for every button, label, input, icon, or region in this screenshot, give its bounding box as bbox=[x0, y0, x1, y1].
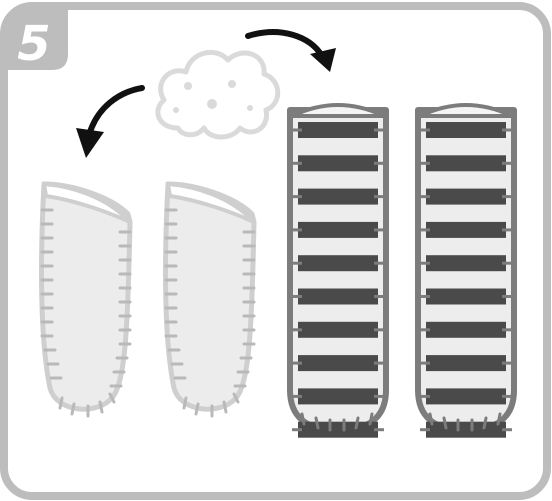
stitch bbox=[370, 414, 372, 424]
stitch bbox=[224, 402, 226, 412]
step-badge: 5 bbox=[4, 6, 68, 72]
stitch bbox=[316, 418, 318, 428]
band bbox=[426, 155, 506, 171]
stitch bbox=[196, 404, 198, 414]
band bbox=[298, 255, 378, 271]
band bbox=[426, 222, 506, 238]
band bbox=[298, 322, 378, 338]
band bbox=[426, 189, 506, 205]
empty-bag-1 bbox=[42, 184, 130, 416]
filled-bag-1 bbox=[290, 105, 386, 438]
stitch bbox=[60, 398, 62, 408]
stitch bbox=[430, 414, 432, 424]
step-number: 5 bbox=[17, 16, 50, 72]
band bbox=[298, 289, 378, 305]
band bbox=[298, 122, 378, 138]
band bbox=[298, 355, 378, 371]
band bbox=[298, 422, 378, 438]
empty-bag-2 bbox=[166, 184, 254, 416]
band bbox=[426, 322, 506, 338]
stitch bbox=[302, 414, 304, 424]
stitch bbox=[484, 418, 486, 428]
band bbox=[426, 289, 506, 305]
band bbox=[426, 388, 506, 404]
band bbox=[298, 189, 378, 205]
stitch bbox=[184, 398, 186, 408]
stitch bbox=[100, 402, 102, 412]
stitch bbox=[72, 404, 74, 414]
stitch bbox=[498, 414, 500, 424]
band bbox=[426, 255, 506, 271]
band bbox=[298, 388, 378, 404]
band bbox=[298, 155, 378, 171]
band bbox=[426, 422, 506, 438]
band bbox=[426, 122, 506, 138]
stitch bbox=[444, 418, 446, 428]
filled-bag-2 bbox=[418, 105, 514, 438]
band bbox=[426, 355, 506, 371]
band bbox=[298, 222, 378, 238]
stitch bbox=[356, 418, 358, 428]
